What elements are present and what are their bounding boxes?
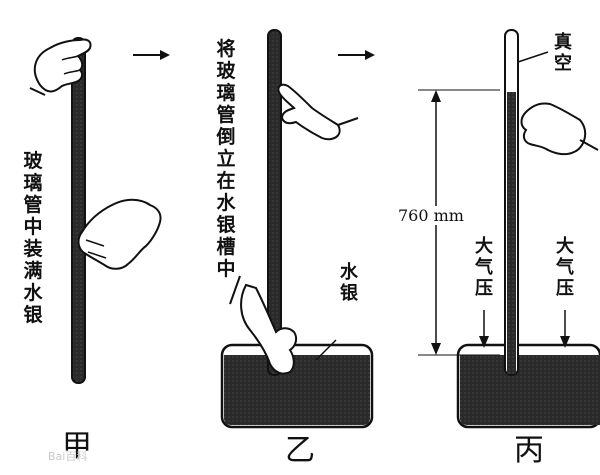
stage-label-jia: 甲: [62, 429, 92, 464]
arrow-jia-to-yi: [133, 50, 170, 60]
hand-bing: [520, 102, 587, 156]
hand-bottom: [77, 198, 162, 270]
height-label: 760 mm: [398, 206, 464, 225]
vacuum-label: 真空: [554, 32, 572, 74]
caption-yi: 将玻璃管倒立在水银槽中: [216, 38, 236, 280]
mercury-label: 水银: [340, 262, 358, 304]
panel-yi: [220, 29, 374, 429]
panel-jia: [29, 37, 162, 384]
panel-bing: [418, 29, 600, 429]
glass-tube-filled: [71, 37, 86, 384]
hand-upper-yi: [277, 83, 341, 141]
glass-tube-yi: [267, 29, 282, 376]
stage-label-yi: 乙: [285, 433, 315, 468]
pressure-arrow-left: [479, 310, 489, 348]
arrow-yi-to-bing: [338, 50, 375, 60]
pressure-arrow-right: [560, 310, 570, 348]
hand-lower-yi: [240, 283, 298, 375]
mercury-column: [507, 92, 516, 374]
pressure-label-right: 大气压: [556, 236, 574, 299]
pressure-label-left: 大气压: [475, 236, 493, 299]
stage-label-bing: 丙: [514, 433, 544, 468]
vacuum-pointer: [517, 51, 549, 63]
watermark: Bai百科: [48, 450, 88, 463]
caption-jia: 玻璃管中装满水银: [23, 150, 43, 326]
